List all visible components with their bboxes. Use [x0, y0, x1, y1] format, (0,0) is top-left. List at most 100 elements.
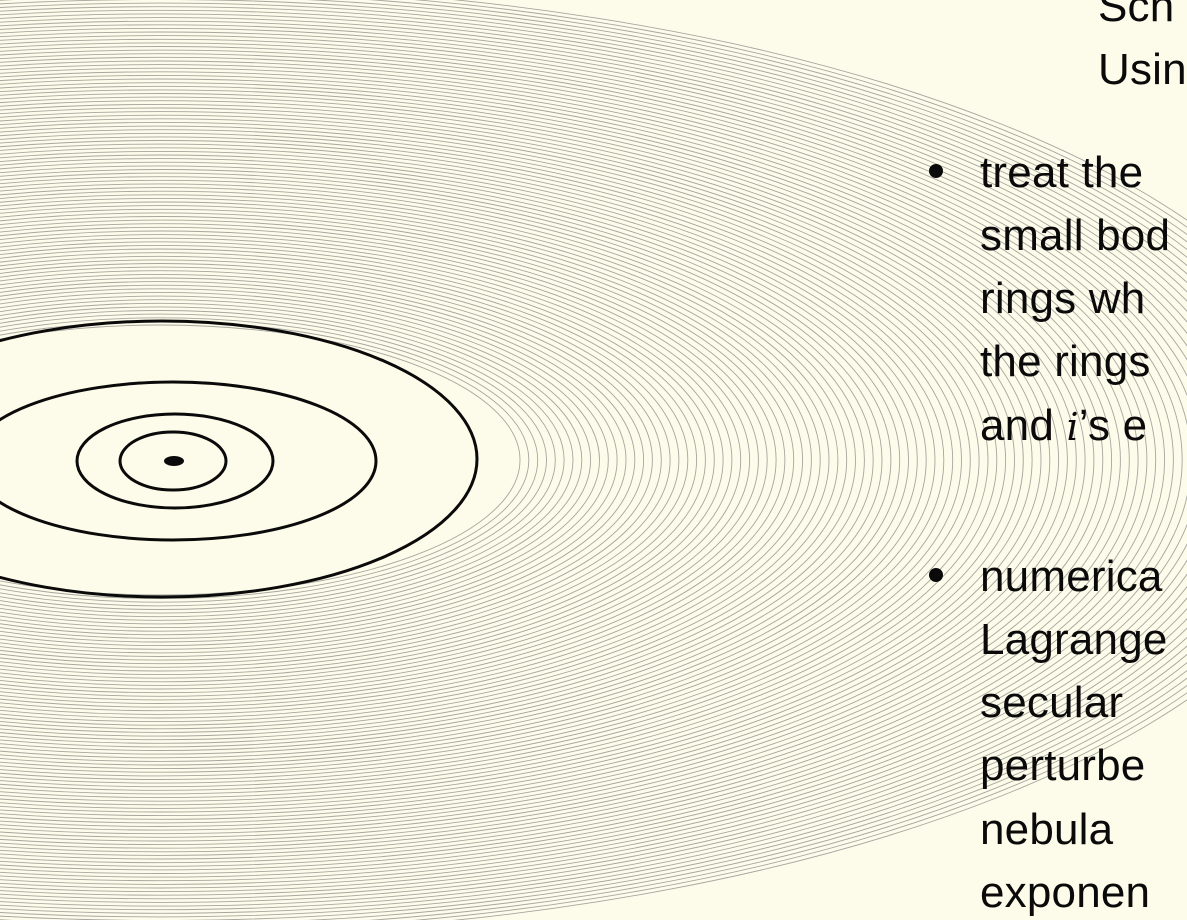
orbit-3 [0, 380, 378, 542]
nebula-ring [0, 208, 803, 712]
nebula-ring [0, 172, 892, 748]
bullet-1-line-1: treat the [980, 148, 1144, 197]
nebula-ring [0, 176, 883, 744]
nebula-ring [0, 17, 1187, 903]
nebula-ring [0, 216, 786, 704]
nebula-ring [0, 38, 1187, 882]
nebula-ring [0, 24, 1187, 896]
nebula-ring [0, 82, 1112, 838]
bullet-1-line-2: small bod [980, 211, 1171, 260]
nebula-ring [0, 198, 830, 722]
nebula-ring [0, 104, 1059, 816]
nebula-ring [0, 35, 1187, 885]
nebula-ring [0, 125, 1006, 795]
nebula-ring [0, 259, 680, 661]
nebula-ring [0, 42, 1187, 878]
bullet-2-line-2: Lagrange [980, 615, 1168, 664]
nebula-ring [0, 252, 697, 668]
nebula-ring [0, 223, 768, 697]
nebula-ring [0, 245, 715, 675]
bullet-2-line-3: secular [980, 678, 1124, 727]
header-line-2: Usin [1098, 45, 1187, 94]
nebula-ring [0, 234, 741, 686]
nebula-ring [0, 205, 812, 715]
bullet-1-line-3: rings wh [980, 274, 1146, 323]
nebula-ring [0, 151, 945, 769]
nebula-ring [0, 212, 794, 708]
nebula-ring [0, 237, 733, 683]
nebula-ring [0, 266, 662, 654]
nebula-ring [0, 67, 1148, 853]
nebula-ring [0, 6, 1187, 914]
nebula-ring [0, 183, 865, 737]
nebula-ring [0, 129, 997, 791]
bullet-1-line-5: and i’s e [980, 404, 1147, 448]
nebula-ring [0, 111, 1042, 809]
nebula-ring [0, 132, 989, 788]
nebula-ring [0, 165, 909, 755]
nebula-ring [0, 13, 1187, 907]
bullet-2-line-4: perturbe [980, 741, 1146, 790]
nebula-ring [0, 96, 1077, 824]
orbit-2 [75, 412, 275, 510]
nebula-ring [0, 169, 900, 751]
nebula-ring [0, 255, 689, 665]
nebula-ring [0, 56, 1174, 864]
nebula-ring [0, 299, 583, 621]
line-5-prefix: and [980, 401, 1067, 450]
orbit-4 [0, 319, 479, 599]
nebula-ring [0, 281, 627, 639]
nebula-ring [0, 31, 1187, 889]
bullet-2-line-6: exponen [980, 868, 1151, 917]
line-5-suffix: ’s e [1078, 401, 1148, 450]
nebula-ring [0, 93, 1086, 827]
bullet-1-line-4: the rings [980, 337, 1151, 386]
nebula-ring [0, 140, 971, 780]
nebula-ring [0, 179, 874, 741]
nebula-ring [0, 53, 1183, 867]
nebula-ring [0, 136, 980, 784]
nebula-ring [0, 118, 1024, 802]
nebula-ring [0, 226, 759, 694]
nebula-ring [0, 274, 644, 646]
nebula-ring [0, 194, 839, 726]
nebula-ring [0, 277, 636, 643]
nebula-ring [0, 60, 1165, 860]
nebula-ring [0, 313, 547, 607]
nebula-ring [0, 49, 1187, 871]
central-star [164, 456, 184, 466]
nebula-ring [0, 310, 556, 610]
nebula-ring [0, 306, 565, 614]
nebula-ring [0, 71, 1139, 849]
nebula-ring [0, 270, 653, 650]
nebula-ring [0, 107, 1050, 813]
nebula-ring [0, 263, 671, 657]
nebula-ring [0, 147, 953, 773]
nebula-ring [0, 295, 591, 625]
nebula-ring [0, 324, 521, 596]
bullet-2-line-5: nebula [980, 805, 1114, 854]
nebula-ring [0, 284, 618, 636]
planet-orbits [0, 319, 479, 599]
nebula-ring [0, 100, 1068, 820]
nebula-ring [0, 89, 1095, 831]
nebula-ring [0, 114, 1033, 806]
nebula-ring [0, 75, 1130, 845]
nebula-ring [0, 154, 936, 766]
nebula-ring [0, 122, 1015, 798]
nebula-ring [0, 9, 1187, 911]
nebula-ring [0, 248, 706, 672]
nebula-ring [0, 190, 847, 730]
nebula-ring [0, 64, 1156, 856]
nebula-ring [0, 46, 1187, 874]
nebula-ring [0, 201, 821, 719]
bullet-1 [929, 164, 943, 178]
bullet-2 [929, 568, 943, 582]
header-line-1: Sch [1098, 0, 1175, 31]
nebula-ring [0, 219, 777, 701]
nebula-ring [0, 78, 1121, 842]
